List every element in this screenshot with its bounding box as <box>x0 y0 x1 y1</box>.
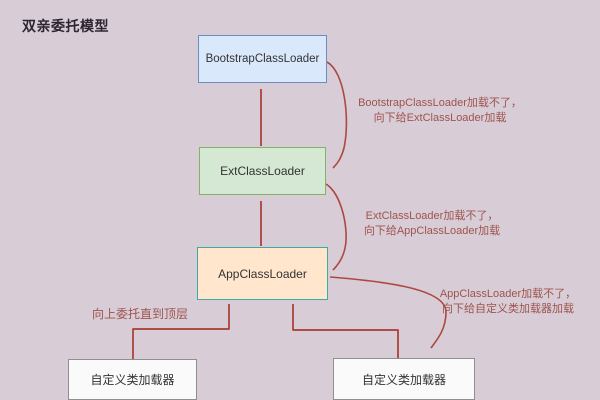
node-custom-left-label: 自定义类加载器 <box>90 373 175 387</box>
annotation-ext-fail-line1: ExtClassLoader加载不了， <box>365 210 499 222</box>
annotation-ext-fail-line2: 向下给AppClassLoader加载 <box>363 224 501 237</box>
annotation-app-fail: AppClassLoader加载不了， 向下给自定义类加载器加载 <box>408 287 600 317</box>
node-app-label: AppClassLoader <box>218 266 307 281</box>
arrow-custom-right-to-app <box>292 304 399 358</box>
diagram-title: 双亲委托模型 <box>22 18 109 34</box>
annotation-app-fail-line1: AppClassLoader加载不了， <box>439 288 577 300</box>
node-custom-classloader-left: 自定义类加载器 <box>68 359 197 400</box>
node-app-classloader: AppClassLoader <box>197 247 328 300</box>
annotation-bootstrap-fail: BootstrapClassLoader加载不了， 向下给ExtClassLoa… <box>340 96 540 126</box>
annotation-bootstrap-fail-line2: 向下给ExtClassLoader加载 <box>373 111 507 124</box>
node-bootstrap-label: BootstrapClassLoader <box>205 53 320 65</box>
node-ext-label: ExtClassLoader <box>220 164 305 178</box>
annotation-delegate-up: 向上委托直到顶层 <box>92 307 189 321</box>
annotation-bootstrap-fail-line1: BootstrapClassLoader加载不了， <box>358 97 522 109</box>
annotation-app-fail-line2: 向下给自定义类加载器加载 <box>442 302 574 315</box>
node-bootstrap-classloader: BootstrapClassLoader <box>198 35 327 83</box>
node-custom-right-label: 自定义类加载器 <box>361 372 446 387</box>
node-ext-classloader: ExtClassLoader <box>199 147 326 195</box>
node-custom-classloader-right: 自定义类加载器 <box>333 358 475 400</box>
annotation-ext-fail: ExtClassLoader加载不了， 向下给AppClassLoader加载 <box>332 209 532 239</box>
